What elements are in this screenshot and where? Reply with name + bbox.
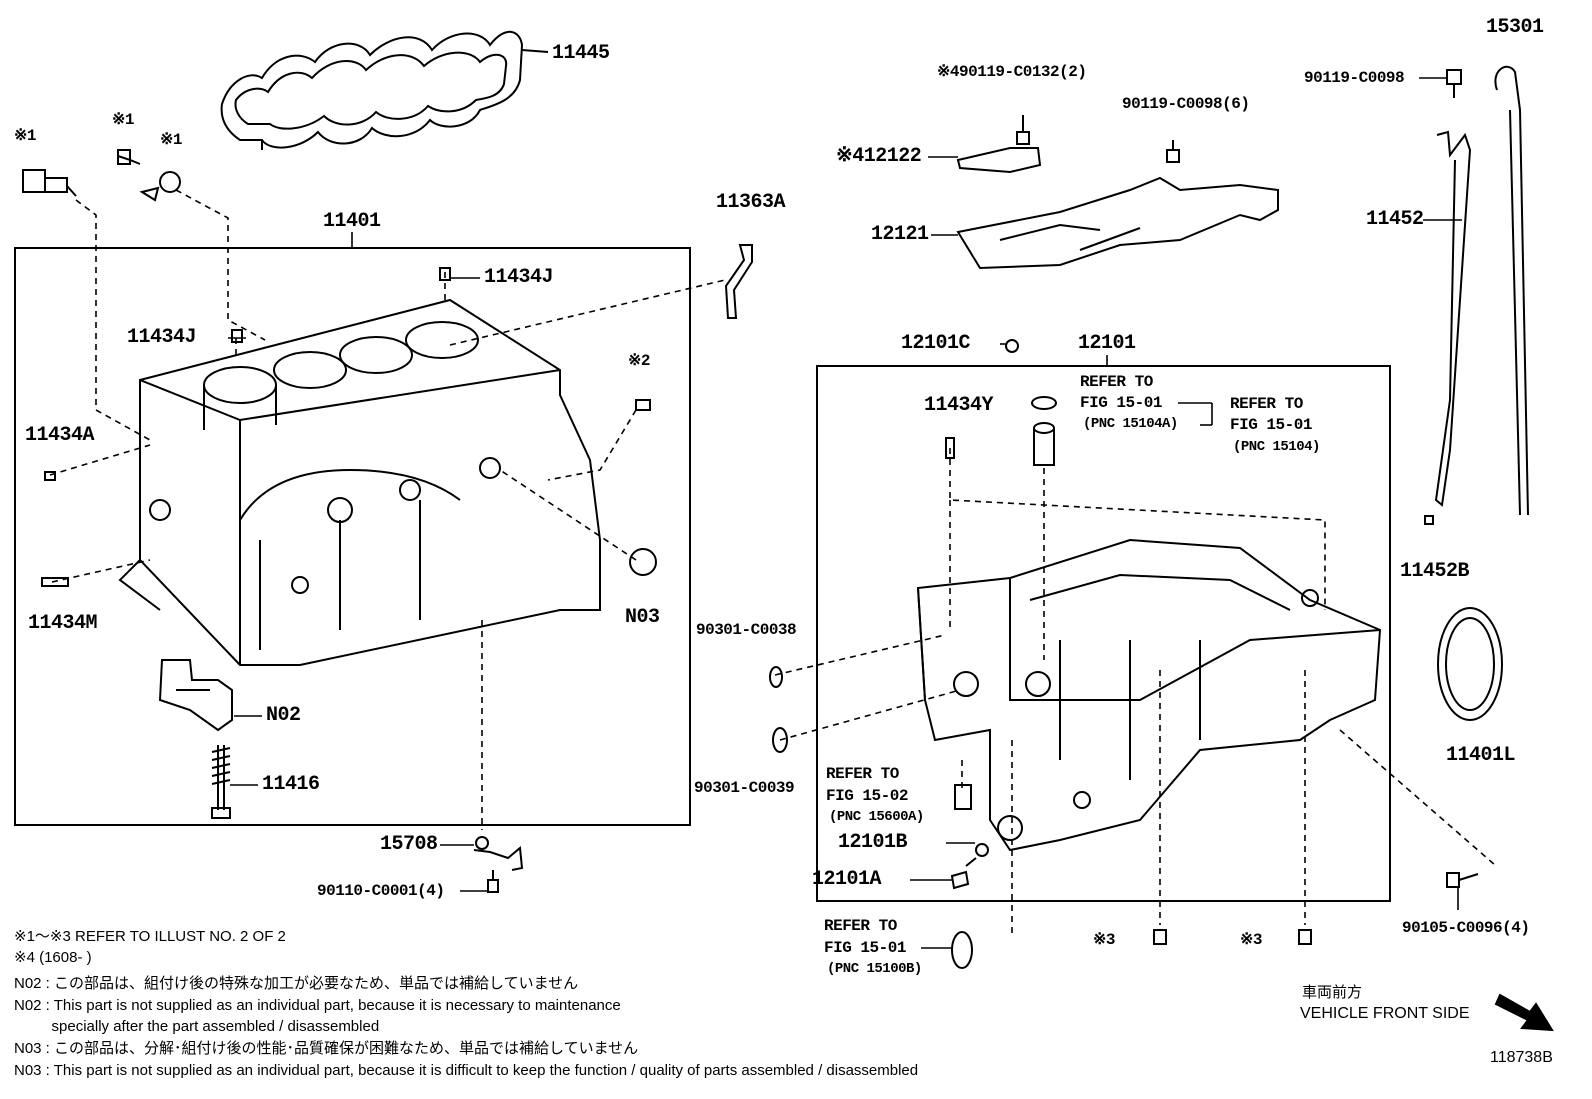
- label-direction-jp: 車両前方: [1302, 984, 1363, 1001]
- label-note1-a: ※1: [14, 127, 37, 145]
- label-n03: N03: [625, 606, 660, 629]
- label-11434j-b: 11434J: [127, 326, 197, 349]
- label-12121: 12121: [871, 223, 929, 246]
- label-90110-c0001: 90110-C0001(4): [317, 882, 445, 900]
- oring-90301-c0039: [772, 727, 788, 753]
- label-11452: 11452: [1366, 208, 1424, 231]
- label-12101b: 12101B: [838, 831, 908, 854]
- label-note1-c: ※1: [160, 131, 183, 149]
- footnote-1: ※1～※3 REFER TO ILLUST NO. 2 OF 2: [14, 928, 286, 945]
- illustration-number: 118738B: [1490, 1049, 1553, 1066]
- label-refer1-a: REFER TO: [1080, 373, 1153, 391]
- label-90105-c0096: 90105-C0096(4): [1402, 919, 1530, 937]
- label-15708: 15708: [380, 833, 438, 856]
- label-refer4-b: FIG 15-01: [824, 939, 906, 957]
- label-12101a: 12101A: [812, 868, 882, 891]
- label-refer3-a: REFER TO: [826, 765, 899, 783]
- label-refer2-b: FIG 15-01: [1230, 416, 1312, 434]
- label-11434m: 11434M: [28, 612, 98, 635]
- label-note3-b: ※3: [1240, 931, 1263, 949]
- label-11401: 11401: [323, 210, 381, 233]
- label-15301: 15301: [1486, 16, 1544, 39]
- part-15708-drawing: [473, 836, 524, 893]
- footnote-7: N03 : This part is not supplied as an in…: [14, 1062, 919, 1079]
- footnote-3: N02 : この部品は、組付け後の特殊な加工が必要なため、単品では補給していませ…: [14, 975, 579, 992]
- footnote-6: N03 : この部品は、分解･組付け後の性能･品質確保が困難なため、単品では補給…: [14, 1040, 639, 1057]
- label-note2: ※2: [628, 352, 651, 370]
- label-refer4-c: (PNC 15100B): [827, 961, 922, 977]
- footnote-5: specially after the part assembled / dis…: [14, 1018, 380, 1035]
- gasket-11445-drawing: [220, 30, 549, 150]
- oring-90301-c0038: [769, 666, 783, 688]
- label-refer1-c: (PNC 15104A): [1083, 416, 1178, 432]
- label-11452b: 11452B: [1400, 560, 1470, 583]
- front-direction-arrow: [1494, 993, 1554, 1032]
- label-refer4-a: REFER TO: [824, 917, 897, 935]
- label-11434y: 11434Y: [924, 394, 994, 417]
- label-refer1-b: FIG 15-01: [1080, 394, 1162, 412]
- label-note1-b: ※1: [112, 111, 135, 129]
- label-90119-c0098-top: 90119-C0098: [1304, 69, 1405, 87]
- label-11416: 11416: [262, 773, 320, 796]
- bearing-cap-drawing: [158, 659, 233, 819]
- oil-seal-drawing: [1437, 607, 1503, 721]
- label-refer2-c: (PNC 15104): [1233, 439, 1320, 455]
- oil-pan-drawing: [916, 339, 1382, 969]
- label-12122: ※412122: [836, 145, 922, 168]
- label-11434a: 11434A: [25, 424, 95, 447]
- leader-lines: [49, 189, 1496, 935]
- label-n02: N02: [266, 704, 301, 727]
- label-refer2-a: REFER TO: [1230, 395, 1303, 413]
- label-12101c: 12101C: [901, 332, 971, 355]
- cylinder-block-frame: [14, 247, 691, 826]
- label-note3-a: ※3: [1093, 931, 1116, 949]
- label-refer3-c: (PNC 15600A): [829, 809, 924, 825]
- bolt-3-b-drawing: [1298, 929, 1312, 945]
- label-11363a: 11363A: [716, 191, 786, 214]
- footnote-4: N02 : This part is not supplied as an in…: [14, 997, 621, 1014]
- label-90301-c0039: 90301-C0039: [694, 779, 795, 797]
- label-90119-c0098-6: 90119-C0098(6): [1122, 95, 1250, 113]
- label-90301-c0038: 90301-C0038: [696, 621, 797, 639]
- label-refer3-b: FIG 15-02: [826, 787, 908, 805]
- cylinder-block-drawing: [41, 267, 657, 666]
- label-11434j-a: 11434J: [484, 266, 554, 289]
- label-direction-en: VEHICLE FRONT SIDE: [1300, 1005, 1470, 1022]
- solid-leaders: [228, 77, 1462, 949]
- bolt-90105-drawing: [1446, 872, 1479, 888]
- label-11401l: 11401L: [1446, 744, 1516, 767]
- label-11445: 11445: [552, 42, 610, 65]
- baffle-plate-drawing: [956, 115, 1279, 270]
- dipstick-drawing: [1424, 65, 1529, 525]
- footnote-2: ※4 (1608- ): [14, 949, 92, 966]
- label-490119-c0132: ※490119-C0132(2): [937, 63, 1087, 81]
- oil-pan-frame: [816, 365, 1391, 902]
- bolt-3-a-drawing: [1153, 929, 1167, 945]
- label-12101: 12101: [1078, 332, 1136, 355]
- sensors-drawing: [22, 149, 181, 202]
- part-11363a-drawing: [724, 244, 753, 319]
